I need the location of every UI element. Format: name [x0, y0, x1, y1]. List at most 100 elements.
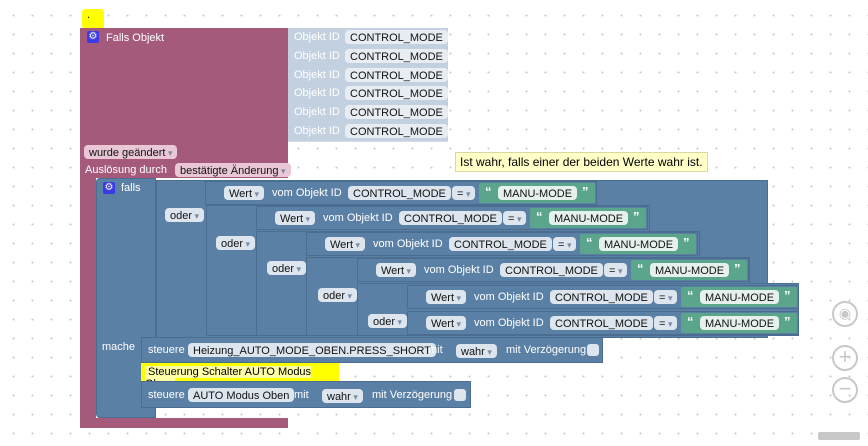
- compare-block[interactable]: Wert vom Objekt ID CONTROL_MODE = “ MANU…: [256, 206, 648, 230]
- object-id-label: Objekt ID: [294, 68, 340, 81]
- delay-checkbox[interactable]: [587, 344, 599, 356]
- trash-icon[interactable]: [818, 432, 860, 440]
- control-label: steuere: [148, 389, 185, 401]
- operator-dropdown[interactable]: =: [604, 263, 628, 277]
- with-label: mit: [294, 389, 309, 401]
- operator-dropdown[interactable]: =: [654, 290, 678, 304]
- object-id-block[interactable]: Objekt ID CONTROL_MODE: [288, 28, 448, 48]
- object-id-field[interactable]: CONTROL_MODE: [345, 86, 448, 101]
- compare-block[interactable]: Wert vom Objekt ID CONTROL_MODE = “ MANU…: [306, 232, 698, 256]
- string-value[interactable]: MANU-MODE: [498, 186, 578, 200]
- control-label: steuere: [148, 344, 185, 356]
- quote-close-icon: ”: [734, 261, 741, 276]
- from-object-label: vom Objekt ID: [323, 212, 393, 224]
- control-block[interactable]: steuere AUTO Modus Oben mit wahr mit Ver…: [141, 381, 471, 408]
- quote-open-icon: “: [687, 314, 694, 329]
- control-target[interactable]: Heizung_AUTO_MODE_OBEN.PRESS_SHORT: [188, 343, 437, 357]
- object-id-field[interactable]: CONTROL_MODE: [345, 67, 448, 82]
- value-dropdown[interactable]: wahr: [456, 344, 497, 358]
- quote-close-icon: ”: [784, 314, 791, 329]
- from-object-label: vom Objekt ID: [474, 291, 544, 303]
- object-id-field[interactable]: CONTROL_MODE: [449, 237, 552, 251]
- or-dropdown[interactable]: oder: [165, 208, 205, 222]
- compare-block[interactable]: Wert vom Objekt ID CONTROL_MODE = “ MANU…: [407, 285, 799, 309]
- value-dropdown[interactable]: wahr: [322, 389, 363, 403]
- falls-label: falls: [121, 182, 141, 194]
- compare-block[interactable]: Wert vom Objekt ID CONTROL_MODE = “ MANU…: [407, 311, 799, 335]
- from-object-label: vom Objekt ID: [272, 187, 342, 199]
- object-id-label: Objekt ID: [294, 106, 340, 119]
- string-value[interactable]: MANU-MODE: [700, 290, 780, 304]
- operator-dropdown[interactable]: =: [452, 186, 476, 200]
- object-id-field[interactable]: CONTROL_MODE: [550, 316, 653, 330]
- string-block[interactable]: “ MANU-MODE ”: [580, 234, 696, 254]
- operator-dropdown[interactable]: =: [654, 316, 678, 330]
- quote-open-icon: “: [536, 209, 543, 224]
- object-id-field[interactable]: CONTROL_MODE: [345, 105, 448, 120]
- gear-icon[interactable]: ⚙: [87, 31, 99, 43]
- object-id-block[interactable]: Objekt ID CONTROL_MODE: [288, 65, 448, 86]
- value-dropdown[interactable]: Wert: [325, 237, 366, 251]
- mache-label: mache: [102, 341, 136, 353]
- string-block[interactable]: “ MANU-MODE ”: [631, 260, 747, 280]
- or-dropdown[interactable]: oder: [216, 236, 256, 250]
- zoom-out-icon[interactable]: −: [832, 377, 858, 403]
- value-dropdown[interactable]: Wert: [426, 290, 467, 304]
- or-dropdown[interactable]: oder: [318, 288, 358, 302]
- object-id-field[interactable]: CONTROL_MODE: [399, 211, 502, 225]
- string-value[interactable]: MANU-MODE: [700, 316, 780, 330]
- object-id-field[interactable]: CONTROL_MODE: [345, 30, 448, 44]
- object-id-block[interactable]: Objekt ID CONTROL_MODE: [288, 84, 448, 105]
- object-id-label: Objekt ID: [294, 31, 340, 43]
- trigger-block-footer: [80, 418, 288, 428]
- recenter-icon[interactable]: ◉: [832, 301, 858, 327]
- string-block[interactable]: “ MANU-MODE ”: [479, 183, 595, 203]
- compare-block[interactable]: Wert vom Objekt ID CONTROL_MODE = “ MANU…: [357, 258, 749, 282]
- quote-close-icon: ”: [582, 184, 589, 199]
- object-id-field[interactable]: CONTROL_MODE: [345, 124, 448, 138]
- quote-open-icon: “: [485, 184, 492, 199]
- value-dropdown[interactable]: Wert: [275, 211, 316, 225]
- tooltip: Ist wahr, falls einer der beiden Werte w…: [455, 152, 708, 172]
- object-id-field[interactable]: CONTROL_MODE: [550, 290, 653, 304]
- object-id-label: Objekt ID: [294, 87, 340, 100]
- value-dropdown[interactable]: Wert: [224, 186, 265, 200]
- or-dropdown[interactable]: oder: [267, 261, 307, 275]
- operator-dropdown[interactable]: =: [503, 211, 527, 225]
- gear-icon[interactable]: ⚙: [103, 182, 115, 194]
- delay-checkbox[interactable]: [454, 389, 466, 401]
- object-id-block[interactable]: Objekt ID CONTROL_MODE: [288, 122, 448, 142]
- object-id-block[interactable]: Objekt ID CONTROL_MODE: [288, 103, 448, 124]
- trigger-label: Auslösung durch: [85, 164, 167, 176]
- string-block[interactable]: “ MANU-MODE ”: [681, 287, 797, 307]
- trigger-title: Falls Objekt: [106, 32, 165, 44]
- value-dropdown[interactable]: Wert: [426, 316, 467, 330]
- or-dropdown[interactable]: oder: [368, 314, 408, 328]
- object-id-field[interactable]: CONTROL_MODE: [345, 48, 448, 63]
- quote-open-icon: “: [687, 288, 694, 303]
- trigger-block-spine: [80, 178, 96, 428]
- object-id-field[interactable]: CONTROL_MODE: [500, 263, 603, 277]
- operator-dropdown[interactable]: =: [553, 237, 577, 251]
- string-block[interactable]: “ MANU-MODE ”: [530, 208, 646, 228]
- quote-open-icon: “: [637, 261, 644, 276]
- zoom-in-icon[interactable]: +: [832, 345, 858, 371]
- object-id-field[interactable]: CONTROL_MODE: [348, 186, 451, 200]
- string-block[interactable]: “ MANU-MODE ”: [681, 313, 797, 333]
- with-label: mit: [428, 344, 443, 356]
- compare-block[interactable]: Wert vom Objekt ID CONTROL_MODE = “ MANU…: [205, 181, 597, 205]
- string-value[interactable]: MANU-MODE: [599, 237, 679, 251]
- from-object-label: vom Objekt ID: [373, 238, 443, 250]
- control-target[interactable]: AUTO Modus Oben: [188, 388, 295, 402]
- comment-tab[interactable]: .: [82, 9, 104, 29]
- control-block[interactable]: steuere Heizung_AUTO_MODE_OBEN.PRESS_SHO…: [141, 337, 603, 363]
- string-value[interactable]: MANU-MODE: [650, 263, 730, 277]
- comment-block[interactable]: Steuerung Schalter AUTO Modus Oben: [141, 363, 339, 390]
- object-id-label: Objekt ID: [294, 125, 340, 137]
- change-type-dropdown[interactable]: wurde geändert: [84, 145, 178, 159]
- trigger-dropdown[interactable]: bestätigte Änderung: [175, 163, 291, 177]
- value-dropdown[interactable]: Wert: [376, 263, 417, 277]
- string-value[interactable]: MANU-MODE: [549, 211, 629, 225]
- quote-open-icon: “: [586, 235, 593, 250]
